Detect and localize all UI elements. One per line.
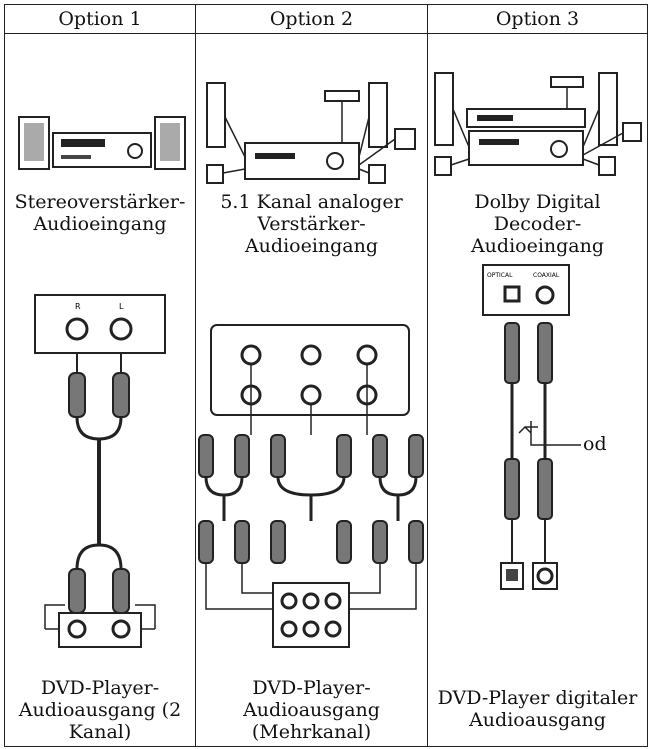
device-label-line: Stereoverstärker-	[5, 191, 195, 213]
device-label-option-3: Dolby Digital Decoder- Audioeingang	[428, 191, 647, 257]
header-option-2: Option 2	[196, 7, 427, 33]
header-option-3: Option 3	[428, 7, 647, 33]
player-label-line: Audioausgang	[428, 709, 647, 731]
jack-label-l: L	[119, 302, 124, 311]
player-label-line: (Mehrkanal)	[196, 721, 427, 743]
device-label-option-2: 5.1 Kanal analoger Verstärker- Audioeing…	[196, 191, 427, 257]
coaxial-jack-label: COAXIAL	[533, 272, 560, 279]
stereo-cable-diagram: R L	[25, 293, 175, 653]
header-divider	[5, 33, 647, 34]
surround-amplifier-illustration	[205, 77, 417, 187]
device-label-line: Audioeingang	[428, 235, 647, 257]
device-label-option-1: Stereoverstärker- Audioeingang	[5, 191, 195, 235]
player-label-line: DVD-Player-	[5, 677, 195, 699]
digital-cable-diagram: OPTICAL COAXIAL	[481, 263, 581, 623]
optical-jack-label: OPTICAL	[487, 272, 513, 279]
player-label-line: Audioausgang	[196, 699, 427, 721]
column-divider	[427, 5, 428, 746]
player-label-option-3: DVD-Player digitaler Audioausgang	[428, 687, 647, 731]
player-label-line: Audioausgang (2	[5, 699, 195, 721]
player-label-option-1: DVD-Player- Audioausgang (2 Kanal)	[5, 677, 195, 743]
stereo-amplifier-illustration	[17, 115, 187, 175]
player-label-line: DVD-Player-	[196, 677, 427, 699]
device-label-line: Dolby Digital Decoder-	[428, 191, 647, 235]
player-label-line: DVD-Player digitaler	[428, 687, 647, 709]
player-label-option-2: DVD-Player- Audioausgang (Mehrkanal)	[196, 677, 427, 743]
device-label-line: Audioeingang	[5, 213, 195, 235]
dolby-decoder-illustration	[433, 69, 643, 181]
device-label-line: Verstärker-	[196, 213, 427, 235]
column-divider	[195, 5, 196, 746]
header-option-1: Option 1	[5, 7, 195, 33]
player-label-line: Kanal)	[5, 721, 195, 743]
callout-or-label: od	[583, 433, 623, 455]
jack-label-r: R	[75, 302, 81, 311]
device-label-line: Audioeingang	[196, 235, 427, 257]
multichannel-cable-diagram	[197, 323, 425, 653]
device-label-line: 5.1 Kanal analoger	[196, 191, 427, 213]
options-table: Option 1 Option 2 Option 3 Stereoverstär…	[4, 4, 648, 747]
